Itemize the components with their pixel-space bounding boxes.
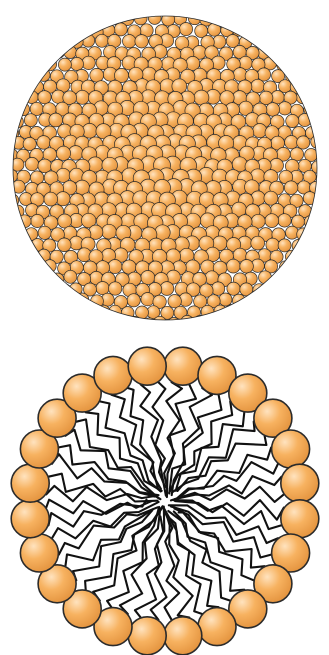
surface-head-sphere <box>227 282 240 295</box>
surface-head-sphere <box>64 46 77 59</box>
surface-head-sphere <box>201 305 214 318</box>
surface-head-sphere <box>153 316 166 329</box>
hydrophilic-head <box>198 608 236 646</box>
surface-head-sphere <box>296 91 309 104</box>
surface-head-sphere <box>194 315 207 328</box>
surface-head-sphere <box>38 226 51 239</box>
surface-head-sphere <box>278 239 291 252</box>
hydrophilic-head <box>11 500 49 538</box>
surface-head-sphere <box>253 284 266 297</box>
surface-head-sphere <box>240 283 253 296</box>
hydrophilic-head <box>164 347 202 385</box>
surface-head-sphere <box>56 146 70 160</box>
surface-head-sphere <box>52 46 65 59</box>
surface-head-sphere <box>90 68 104 82</box>
hydrophilic-head <box>11 464 49 502</box>
surface-head-sphere <box>58 238 72 252</box>
surface-head-sphere <box>24 114 37 127</box>
surface-head-sphere <box>168 295 181 308</box>
surface-head-sphere <box>38 91 51 104</box>
surface-head-sphere <box>108 260 122 274</box>
surface-head-sphere <box>253 124 267 138</box>
hydrophobic-tail <box>175 500 284 520</box>
surface-head-sphere <box>102 224 117 239</box>
hydrophobic-tail <box>46 486 154 501</box>
surface-head-sphere <box>25 91 38 104</box>
surface-head-sphere <box>179 23 192 36</box>
micelle-surface-view <box>5 12 325 331</box>
surface-head-sphere <box>233 68 247 82</box>
surface-head-sphere <box>251 236 265 250</box>
surface-head-sphere <box>278 102 291 115</box>
surface-head-sphere <box>5 169 18 182</box>
hydrophilic-head <box>281 464 319 502</box>
hydrophilic-head <box>281 500 319 538</box>
hydrophilic-head <box>272 430 310 468</box>
hydrophobic-tails <box>46 382 284 620</box>
surface-head-sphere <box>284 181 298 195</box>
surface-head-sphere <box>109 282 122 295</box>
hydrophilic-head <box>20 534 58 572</box>
surface-head-sphere <box>64 270 77 283</box>
surface-head-sphere <box>285 136 298 149</box>
surface-head-sphere <box>208 23 221 36</box>
surface-head-sphere <box>279 80 292 93</box>
surface-head-sphere <box>114 23 127 36</box>
surface-head-sphere <box>82 34 95 47</box>
surface-head-sphere <box>58 214 72 228</box>
surface-head-sphere <box>266 103 280 117</box>
surface-head-sphere <box>127 294 140 307</box>
surface-head-sphere <box>286 114 299 127</box>
surface-head-sphere <box>135 35 148 48</box>
surface-head-sphere <box>121 307 134 320</box>
surface-head-sphere <box>278 214 291 227</box>
surface-head-sphere <box>31 214 44 227</box>
surface-head-sphere <box>49 113 63 127</box>
surface-head-sphere <box>240 260 254 274</box>
surface-head-sphere <box>257 68 270 81</box>
surface-head-sphere <box>297 228 310 241</box>
surface-head-sphere <box>265 214 279 228</box>
surface-head-sphere <box>141 293 154 306</box>
surface-head-sphere <box>96 282 109 295</box>
surface-head-sphere <box>76 293 89 306</box>
hydrophilic-head <box>128 347 166 385</box>
surface-head-sphere <box>25 157 38 170</box>
surface-head-sphere <box>148 12 161 25</box>
surface-head-sphere <box>304 216 317 229</box>
surface-head-sphere <box>75 90 89 104</box>
surface-head-sphere <box>70 36 83 49</box>
surface-head-sphere <box>219 293 232 306</box>
surface-head-sphere <box>280 261 293 274</box>
surface-head-sphere <box>226 259 240 273</box>
surface-head-sphere <box>290 148 303 161</box>
surface-head-sphere <box>297 136 310 149</box>
surface-head-sphere <box>44 192 58 206</box>
surface-head-sphere <box>162 13 175 26</box>
hydrophilic-head <box>128 617 166 655</box>
hydrophilic-head <box>164 617 202 655</box>
surface-head-sphere <box>70 57 83 70</box>
surface-head-sphere <box>259 271 272 284</box>
surface-head-sphere <box>56 168 70 182</box>
surface-head-sphere <box>251 79 265 93</box>
surface-head-sphere <box>286 226 299 239</box>
surface-head-sphere <box>58 58 71 71</box>
surface-head-sphere <box>95 34 108 47</box>
surface-head-sphere <box>141 271 155 285</box>
surface-head-sphere <box>37 136 51 150</box>
surface-head-sphere <box>123 35 136 48</box>
surface-head-sphere <box>264 191 278 205</box>
surface-head-sphere <box>311 136 324 149</box>
hydrophilic-head <box>94 356 132 394</box>
surface-head-sphere <box>82 56 95 69</box>
micelle-cross-section <box>11 347 319 655</box>
